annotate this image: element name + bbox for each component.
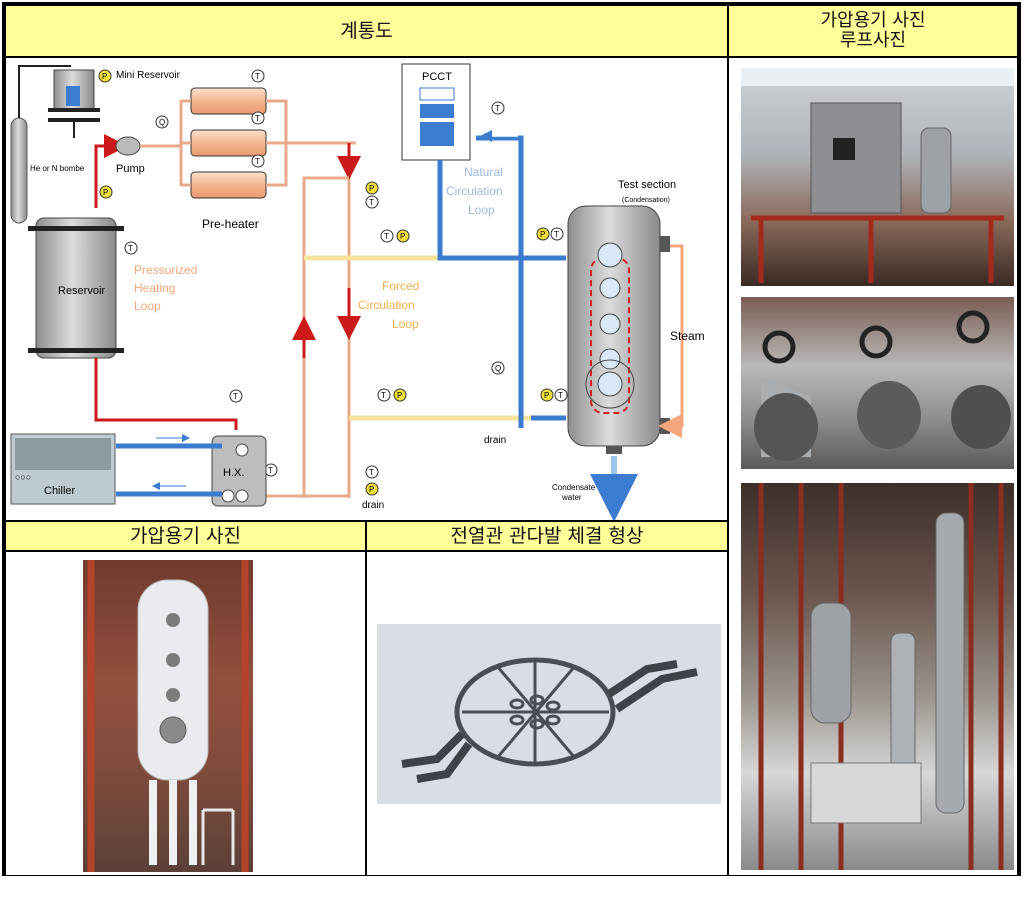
he-bombe-label: He or N bombe <box>30 164 85 173</box>
vessel-photo-top <box>741 68 1014 286</box>
svg-text:P: P <box>103 188 108 197</box>
hx-label: H.X. <box>223 467 244 479</box>
steam-label: Steam <box>670 329 705 343</box>
condensation-label: (Condensation) <box>622 197 670 204</box>
mini-reservoir-label: Mini Reservoir <box>116 70 181 81</box>
tube-bundle-render <box>377 624 721 804</box>
pressure-vessel-photo <box>83 560 253 872</box>
pcct-label: PCCT <box>422 71 452 83</box>
svg-text:T: T <box>255 114 260 123</box>
tube-shape-cell <box>366 551 728 876</box>
svg-text:P: P <box>397 391 402 400</box>
svg-text:T: T <box>369 468 374 477</box>
svg-text:P: P <box>544 391 549 400</box>
drain-label-right: drain <box>484 435 506 446</box>
tube-shape-header: 전열관 관다발 체결 형상 <box>366 521 728 551</box>
svg-text:Q: Q <box>159 118 165 127</box>
reservoir-label: Reservoir <box>58 285 105 297</box>
vessel-photo-header: 가압용기 사진 <box>5 521 366 551</box>
svg-text:P: P <box>400 232 405 241</box>
schematic-cell: He or N bombe Mini Reservoir P Reservoir… <box>5 57 728 521</box>
svg-text:P: P <box>540 230 545 239</box>
drain-label-left: drain <box>362 500 384 511</box>
svg-text:P: P <box>102 72 107 81</box>
schematic-header: 계통도 <box>5 5 728 57</box>
svg-text:T: T <box>381 391 386 400</box>
heat-exchanger <box>211 435 267 507</box>
pre-heater-3 <box>190 171 267 199</box>
chiller-dots: ○○○ <box>15 472 31 482</box>
svg-text:Q: Q <box>495 364 501 373</box>
gas-bombe <box>10 117 28 224</box>
svg-text:T: T <box>255 72 260 81</box>
valves-photo <box>741 297 1014 469</box>
svg-text:P: P <box>369 485 374 494</box>
reservoir-vessel <box>35 217 117 359</box>
pre-heater-1 <box>190 87 267 115</box>
pre-heater-2 <box>190 129 267 157</box>
test-section-label: Test section <box>618 179 676 191</box>
chiller-label: Chiller <box>44 485 76 497</box>
vessel-photo-cell <box>5 551 366 876</box>
loop-schematic-diagram: He or N bombe Mini Reservoir P Reservoir… <box>10 63 705 520</box>
svg-text:T: T <box>495 104 500 113</box>
svg-text:P: P <box>369 184 374 193</box>
svg-text:T: T <box>233 392 238 401</box>
pre-heater-label: Pre-heater <box>202 217 259 231</box>
svg-text:T: T <box>369 198 374 207</box>
svg-text:T: T <box>384 232 389 241</box>
pump <box>115 136 141 156</box>
svg-text:T: T <box>128 244 133 253</box>
pump-label: Pump <box>116 163 145 175</box>
svg-text:T: T <box>268 466 273 475</box>
svg-text:T: T <box>558 391 563 400</box>
svg-text:T: T <box>255 157 260 166</box>
right-photo-header: 가압용기 사진 루프사진 <box>728 5 1018 57</box>
right-photos-cell <box>728 57 1018 876</box>
svg-text:T: T <box>554 230 559 239</box>
loop-facility-photo <box>741 483 1014 870</box>
